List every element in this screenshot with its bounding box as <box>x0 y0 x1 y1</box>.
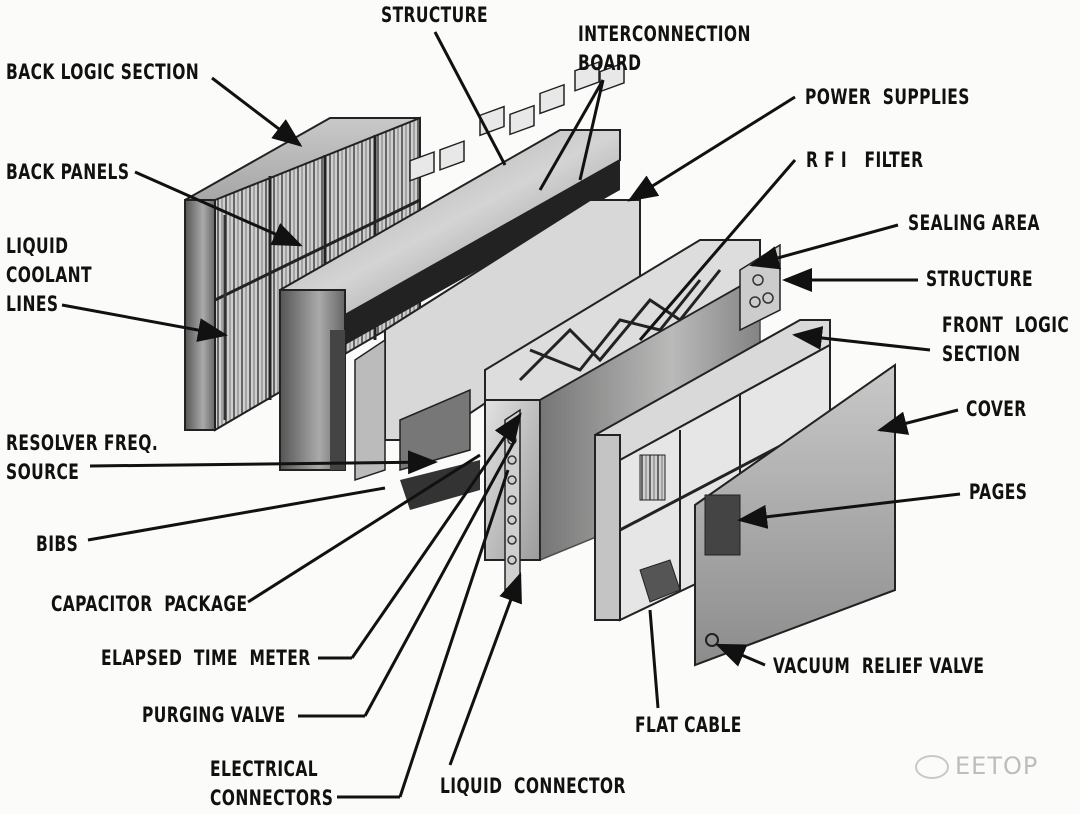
leader-electrical-connectors <box>398 469 510 798</box>
leader-interconnection-board-2 <box>578 79 605 181</box>
leader-elapsed-time-meter <box>350 412 522 659</box>
leader-back-panels <box>134 170 303 247</box>
label-electrical-connectors: ELECTRICAL CONNECTORS <box>210 757 334 810</box>
label-flat-cable: FLAT CABLE <box>635 713 742 737</box>
label-liquid-connector: LIQUID CONNECTOR <box>440 774 626 798</box>
label-cover: COVER <box>966 397 1027 421</box>
label-elapsed-time-meter: ELAPSED TIME METER <box>101 646 311 670</box>
label-sealing-area: SEALING AREA <box>908 211 1040 235</box>
leader-flat-cable <box>648 609 660 709</box>
leader-sealing-area <box>749 223 899 270</box>
leader-lines <box>61 31 961 799</box>
label-liquid-coolant-lines: LIQUID COOLANT LINES <box>6 234 92 316</box>
leader-power-supplies <box>627 95 796 202</box>
leader-capacitor-package <box>247 453 481 604</box>
label-structure-top: STRUCTURE <box>381 3 488 27</box>
label-interconnection-board: INTERCONNECTION BOARD <box>578 22 751 75</box>
label-rfi-filter: R F I FILTER <box>806 148 924 172</box>
wechat-icon <box>915 755 949 779</box>
leader-liquid-connector <box>448 572 522 766</box>
label-back-logic-section: BACK LOGIC SECTION <box>6 60 200 84</box>
power-supplies-part <box>354 60 641 510</box>
label-vacuum-relief-valve: VACUUM RELIEF VALVE <box>773 654 985 678</box>
leader-vacuum-relief-valve <box>715 643 766 667</box>
watermark-text: EETOP <box>955 752 1039 780</box>
label-purging-valve: PURGING VALVE <box>142 703 286 727</box>
label-resolver-freq-source: RESOLVER FREQ. SOURCE <box>6 431 159 484</box>
leader-bibs <box>87 486 386 542</box>
watermark: EETOP <box>915 752 1038 780</box>
label-power-supplies: POWER SUPPLIES <box>805 85 970 109</box>
leader-rfi-filter <box>638 159 797 341</box>
leader-back-logic-section <box>211 76 303 147</box>
leader-front-logic-section <box>792 326 931 352</box>
label-structure-right: STRUCTURE <box>926 267 1033 291</box>
leader-cover <box>877 408 959 435</box>
label-front-logic-section: FRONT LOGIC SECTION <box>942 313 1070 366</box>
leader-resolver-freq-source <box>89 450 438 475</box>
label-pages: PAGES <box>969 480 1028 504</box>
leader-purging-valve <box>363 439 517 717</box>
label-capacitor-package: CAPACITOR PACKAGE <box>51 592 248 616</box>
label-bibs: BIBS <box>36 532 79 556</box>
label-back-panels: BACK PANELS <box>6 160 130 184</box>
leader-pages <box>737 492 961 529</box>
leader-liquid-coolant-lines <box>61 303 228 342</box>
structure-main-part <box>279 129 621 471</box>
leader-structure-top <box>433 31 507 166</box>
leader-interconnection-board-1 <box>538 79 605 191</box>
